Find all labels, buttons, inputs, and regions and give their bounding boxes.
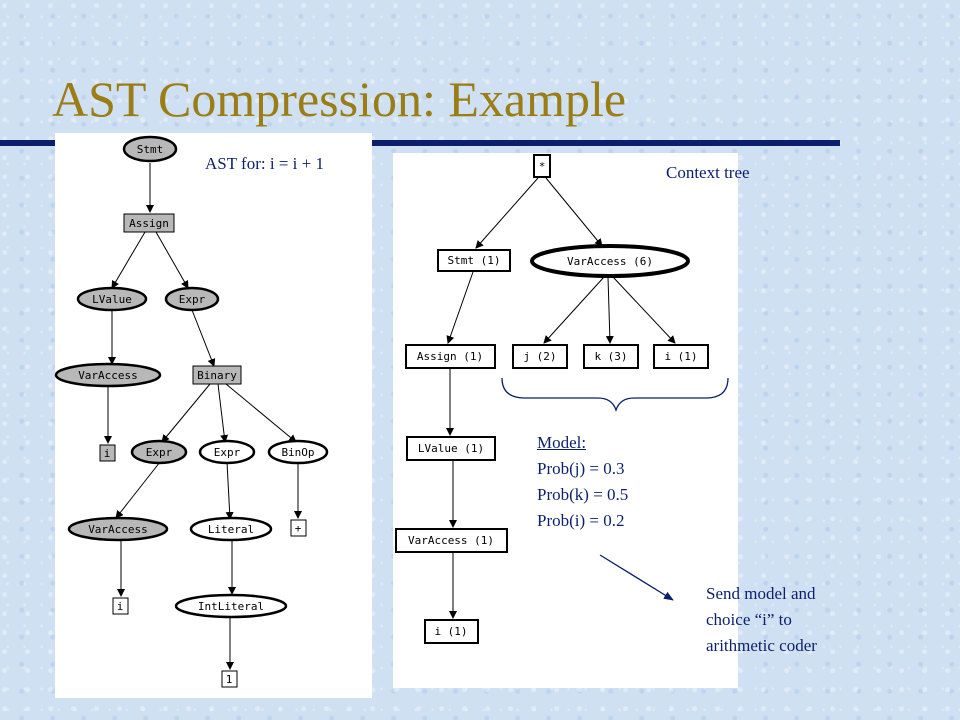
slide-title: AST Compression: Example (52, 71, 627, 127)
context-node-varaccess-1: VarAccess (1) (395, 528, 508, 553)
ast-node-binary: Binary (192, 365, 242, 385)
ast-node-literal: Literal (189, 516, 273, 542)
ast-node-label: Literal (208, 523, 254, 536)
context-node-k: k (3) (583, 344, 639, 369)
ast-node-stmt: Stmt (122, 135, 178, 163)
context-node-label: i (1) (434, 625, 467, 638)
context-node-i-leaf: i (1) (424, 619, 479, 644)
context-node-varaccess: VarAccess (6) (530, 244, 690, 278)
context-node-label: LValue (1) (418, 442, 484, 455)
ast-node-expr: Expr (164, 286, 220, 312)
ast-node-varaccess-2: VarAccess (67, 516, 169, 542)
context-node-label: * (539, 160, 546, 173)
ast-edges (104, 163, 302, 670)
model-line: Prob(j) = 0.3 (537, 459, 625, 478)
note-line: arithmetic coder (706, 636, 817, 655)
ast-node-label: BinOp (281, 446, 314, 459)
context-node-label: Stmt (1) (448, 254, 501, 267)
ast-node-i: i (99, 444, 116, 462)
ast-node-label: IntLiteral (198, 600, 264, 613)
context-node-j: j (2) (512, 344, 568, 369)
title-underline (0, 140, 840, 146)
ast-node-assign: Assign (123, 213, 175, 233)
context-node-i: i (1) (653, 344, 709, 369)
ast-node-label: Expr (179, 293, 206, 306)
ast-node-label: 1 (226, 673, 233, 686)
ast-node-lvalue: LValue (76, 286, 148, 312)
model-heading: Model: (537, 433, 587, 452)
ast-node-expr-right: Expr (198, 439, 256, 465)
context-node-assign: Assign (1) (405, 344, 496, 369)
ast-node-label: Expr (146, 446, 173, 459)
ast-node-expr-left: Expr (130, 439, 188, 465)
context-node-lvalue: LValue (1) (406, 436, 496, 461)
note-line: Send model and (706, 584, 816, 603)
context-node-label: i (1) (664, 350, 697, 363)
model-box: Model: Prob(j) = 0.3 Prob(k) = 0.5 Prob(… (537, 430, 628, 534)
ast-node-label: VarAccess (78, 369, 138, 382)
context-tree-edges (446, 177, 676, 619)
children-brace (501, 377, 729, 413)
context-node-label: Assign (1) (417, 350, 483, 363)
context-node-label: VarAccess (1) (408, 534, 494, 547)
ast-node-label: + (295, 522, 302, 535)
ast-node-i-2: i (112, 597, 129, 615)
ast-node-label: Expr (214, 446, 241, 459)
ast-node-label: i (104, 447, 111, 460)
send-note: Send model and choice “i” to arithmetic … (706, 581, 817, 659)
ast-node-label: i (117, 600, 124, 613)
ast-node-intliteral: IntLiteral (174, 593, 288, 619)
ast-node-plus: + (290, 519, 307, 537)
context-node-stmt: Stmt (1) (437, 249, 511, 272)
model-line: Prob(k) = 0.5 (537, 485, 629, 504)
context-node-label: VarAccess (6) (567, 255, 653, 268)
context-node-label: k (3) (594, 350, 627, 363)
ast-caption: AST for: i = i + 1 (205, 154, 324, 173)
ast-node-label: LValue (92, 293, 132, 306)
context-node-root: * (533, 154, 551, 178)
note-line: choice “i” to (706, 610, 792, 629)
ast-node-label: Assign (129, 217, 169, 230)
model-line: Prob(i) = 0.2 (537, 511, 625, 530)
send-arrow (599, 554, 674, 601)
context-node-label: j (2) (523, 350, 556, 363)
ast-node-label: Binary (197, 369, 237, 382)
ast-node-label: VarAccess (88, 523, 148, 536)
ast-node-varaccess: VarAccess (54, 362, 162, 388)
ast-node-binop: BinOp (267, 439, 329, 465)
ast-node-one: 1 (221, 670, 238, 688)
context-tree-caption: Context tree (666, 163, 750, 182)
ast-node-label: Stmt (137, 143, 164, 156)
